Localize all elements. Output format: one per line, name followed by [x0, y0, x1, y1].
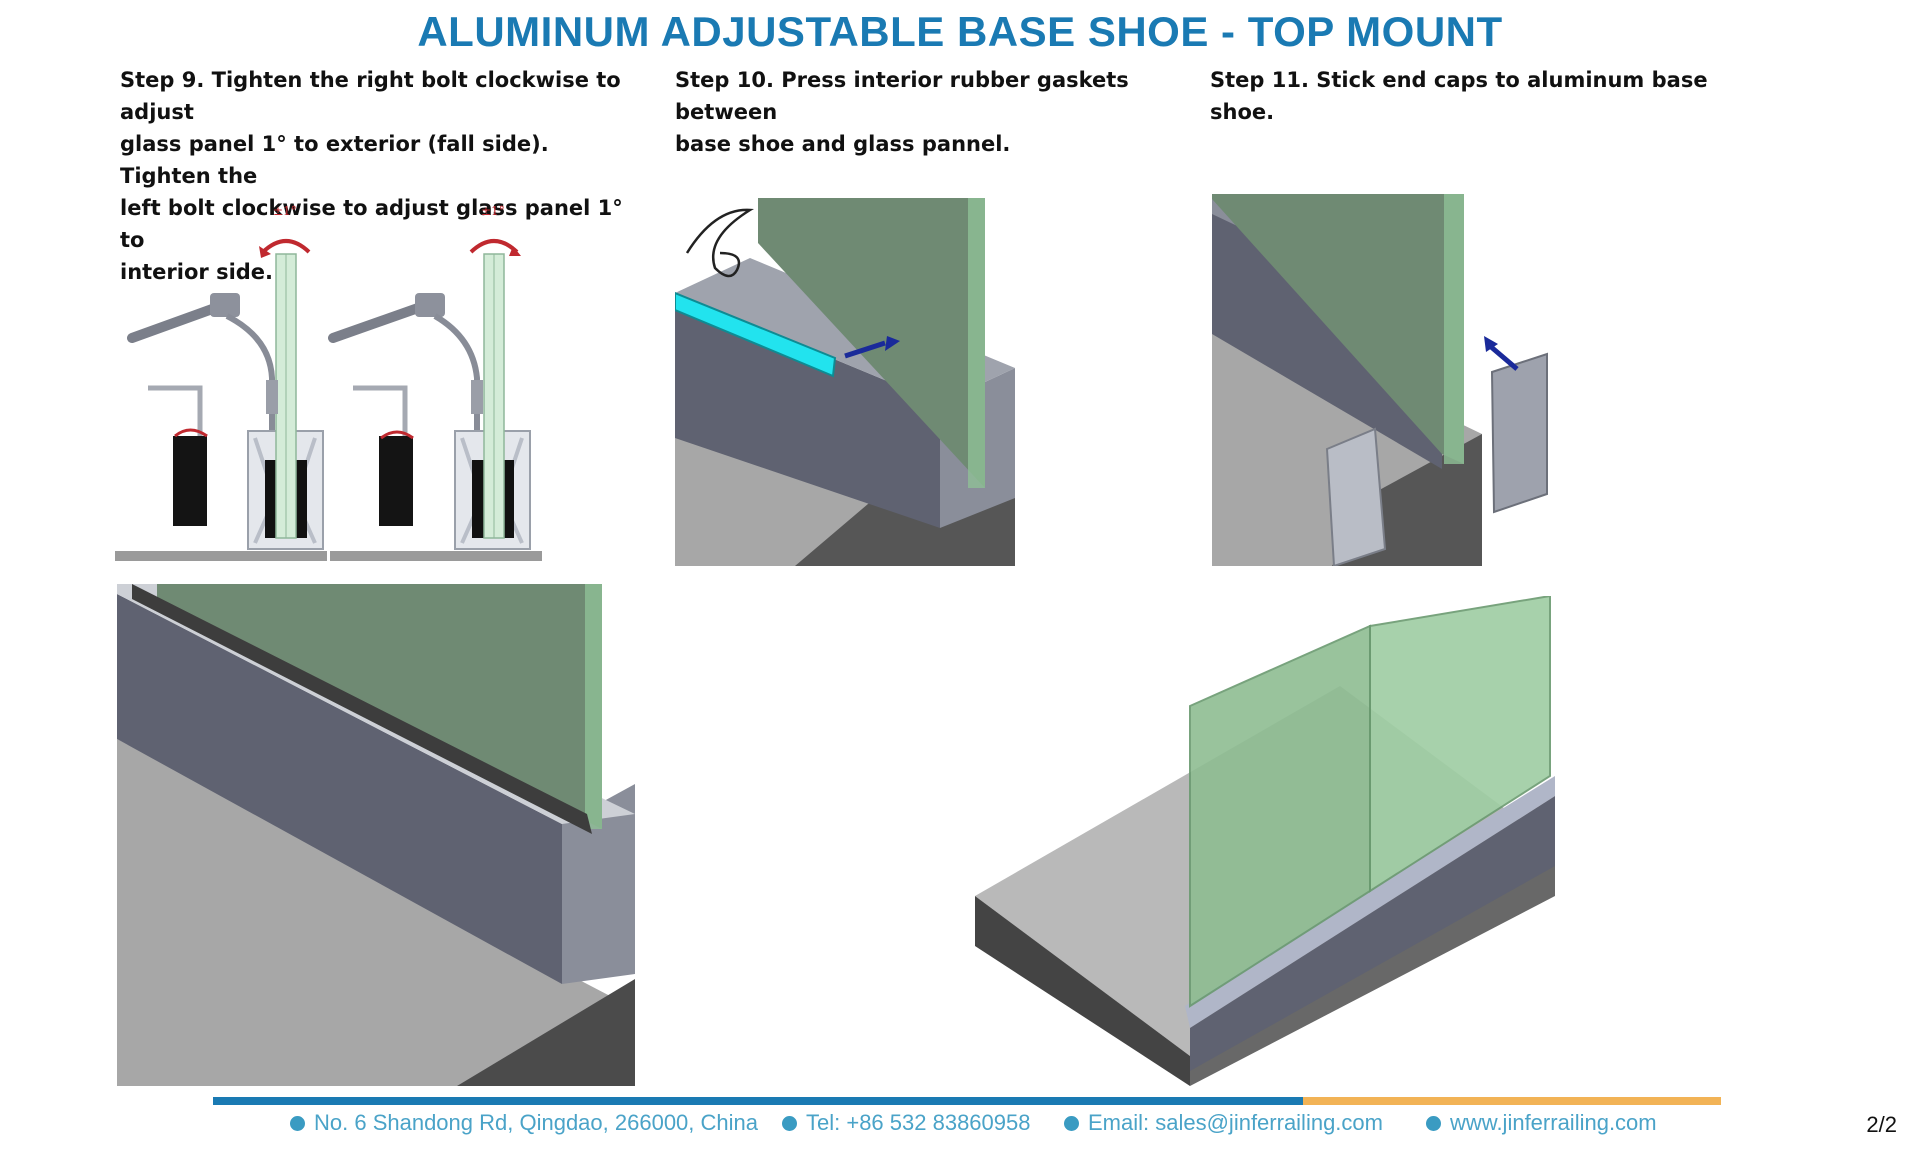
step-9-line: left bolt clockwise to adjust glass pane… [120, 196, 623, 252]
step-10-line: Step 10. Press interior rubber gaskets b… [675, 68, 1129, 124]
footer-website[interactable]: www.jinferrailing.com [1426, 1110, 1657, 1136]
adjust-right-figure: ±1° [328, 204, 542, 561]
step-9-line: glass panel 1° to exterior (fall side). … [120, 132, 549, 188]
step-9-text: Step 9. Tighten the right bolt clockwise… [120, 64, 640, 288]
step-10-illustration [675, 198, 1015, 566]
page-number: 2/2 [1866, 1112, 1897, 1137]
footer-tel: Tel: +86 532 83860958 [782, 1110, 1030, 1136]
step-9-illustration: ±1° ±1° [115, 204, 542, 561]
base-shoe-closeup-illustration [117, 584, 635, 1086]
footer-orange-bar [1303, 1097, 1721, 1105]
step-11-text: Step 11. Stick end caps to aluminum base… [1210, 64, 1770, 128]
step-9-line: Step 9. Tighten the right bolt clockwise… [120, 68, 621, 124]
bullet-icon [1064, 1116, 1079, 1131]
address-text: No. 6 Shandong Rd, Qingdao, 266000, Chin… [314, 1110, 758, 1135]
step-11-line: Step 11. Stick end caps to aluminum base… [1210, 68, 1708, 124]
adjust-left-figure: ±1° [115, 204, 327, 561]
tel-text: Tel: +86 532 83860958 [806, 1110, 1031, 1135]
footer-address: No. 6 Shandong Rd, Qingdao, 266000, Chin… [290, 1110, 758, 1136]
footer-email[interactable]: Email: sales@jinferrailing.com [1064, 1110, 1383, 1136]
angle-label: ±1° [273, 204, 297, 218]
angle-label: ±1° [481, 204, 505, 218]
footer-blue-bar [213, 1097, 1303, 1105]
step-11-illustration [1212, 194, 1548, 566]
step-10-line: base shoe and glass pannel. [675, 132, 1011, 156]
step-10-text: Step 10. Press interior rubber gaskets b… [675, 64, 1195, 160]
bullet-icon [782, 1116, 797, 1131]
bullet-icon [1426, 1116, 1441, 1131]
email-link[interactable]: Email: sales@jinferrailing.com [1088, 1110, 1383, 1135]
installation-overview-illustration [975, 596, 1555, 1086]
page-title: ALUMINUM ADJUSTABLE BASE SHOE - TOP MOUN… [417, 8, 1503, 55]
step-9-line: interior side. [120, 260, 274, 284]
bullet-icon [290, 1116, 305, 1131]
website-link[interactable]: www.jinferrailing.com [1450, 1110, 1657, 1135]
